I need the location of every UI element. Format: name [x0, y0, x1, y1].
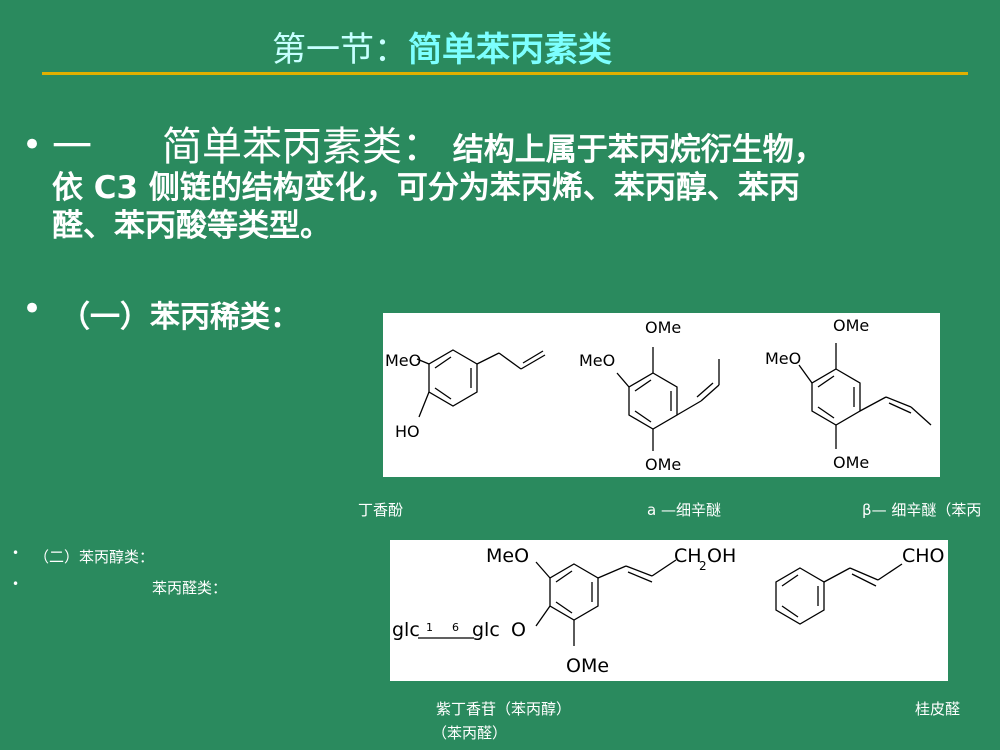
mol1-meo: MeO — [486, 545, 529, 567]
mol2-sub3: OMe — [645, 455, 681, 474]
mol1-sub2: HO — [395, 422, 420, 441]
section1-text-line3: 醛、苯丙酸等类型。 — [52, 208, 331, 244]
mol1-oh: OH — [707, 545, 736, 567]
benzene-ring — [775, 567, 825, 625]
benzene-ring — [628, 372, 678, 430]
section1-number: 一 — [52, 124, 92, 170]
mol3-sub2: MeO — [765, 349, 801, 368]
benzene-ring — [811, 368, 861, 426]
subsection2-heading: （二）苯丙醇类： — [34, 548, 155, 566]
title-divider — [42, 72, 968, 75]
section1-paragraph: 一 简单苯丙素类： 结构上属于苯丙烷衍生物， 依 C3 侧链的结构变化，可分为苯丙… — [52, 127, 992, 245]
caption-syringin: 紫丁香苷（苯丙醇） — [436, 700, 572, 718]
mol1-ch: CH — [674, 545, 702, 567]
mol1-glc2: glc — [472, 619, 500, 641]
caption-beta-asarone: β— 细辛醚（苯丙 — [862, 501, 982, 519]
section1-text-line1: 结构上属于苯丙烷衍生物， — [452, 132, 825, 168]
benzene-ring — [428, 349, 478, 407]
subsection3-heading: 苯丙醛类： — [152, 579, 228, 597]
bullet-dot: • — [22, 289, 43, 329]
figure2-svg: MeO CH 2 OH glc 1 6 glc O OMe CHO — [392, 545, 945, 677]
title-prefix: 第一节： — [272, 30, 408, 70]
mol2-sub1: OMe — [645, 318, 681, 337]
slide-title: 第一节：简单苯丙素类 — [272, 22, 612, 71]
section1-text-line2: 依 C3 侧链的结构变化，可分为苯丙烯、苯丙醇、苯丙 — [52, 170, 800, 206]
figure2-structures: MeO CH 2 OH glc 1 6 glc O OMe CHO — [390, 540, 948, 681]
figure1-svg: MeO HO OMe MeO OMe OMe MeO OMe — [385, 316, 932, 474]
mol3-sub1: OMe — [833, 316, 869, 335]
mol1-glc1: glc — [392, 619, 420, 641]
section1-heading: 简单苯丙素类： — [162, 124, 442, 170]
mol1-o: O — [511, 619, 526, 641]
benzene-ring — [549, 563, 599, 621]
mol1-ome: OMe — [566, 655, 609, 677]
title-main: 简单苯丙素类 — [408, 30, 612, 70]
caption-eugenol: 丁香酚 — [358, 501, 404, 519]
caption-alpha-asarone: a —细辛醚 — [647, 501, 721, 519]
mol1-link-a: 1 — [426, 621, 433, 634]
mol1-link-b: 6 — [452, 621, 459, 634]
mol1-ch-subscript: 2 — [699, 559, 707, 573]
caption-phenylpropanal: （苯丙醛） — [432, 724, 508, 742]
bullet-dot: • — [22, 125, 43, 165]
bullet-dot: • — [12, 577, 20, 591]
caption-cinnamaldehyde: 桂皮醛 — [915, 700, 961, 718]
bullet-dot: • — [12, 546, 20, 560]
mol2-cho: CHO — [902, 545, 945, 567]
subsection1-heading: （一）苯丙稀类： — [60, 300, 300, 335]
figure1-structures: MeO HO OMe MeO OMe OMe MeO OMe — [383, 313, 940, 477]
mol2-sub2: MeO — [579, 351, 615, 370]
mol3-sub3: OMe — [833, 453, 869, 472]
mol1-sub1: MeO — [385, 351, 421, 370]
